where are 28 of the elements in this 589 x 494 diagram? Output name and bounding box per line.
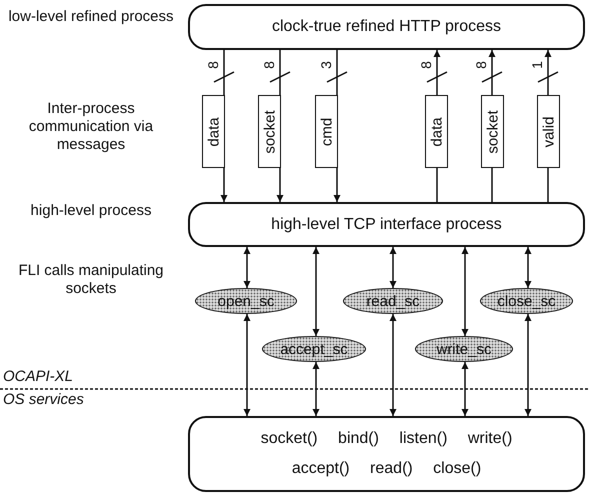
function-list: accept() read() close() [292,454,482,484]
bus-width-label: 8 [262,61,276,69]
function-call-ellipse: open_sc [195,288,297,314]
row-label: Inter-process communication via messages [28,100,154,154]
bus-width-label: 1 [530,61,544,69]
message-box: socket [481,95,504,168]
bus-width-label: 8 [418,61,433,69]
function-call-ellipse: accept_sc [262,336,366,362]
process-box: high-level TCP interface process [188,202,585,247]
row-label: FLI calls manipulating sockets [17,262,165,298]
layer-label: OCAPI-XL [3,368,74,386]
message-box: data [425,95,448,168]
row-label: low-level refined process [7,8,175,26]
bus-width-label: 3 [318,61,333,69]
bus-width-label: 8 [474,61,488,69]
function-list: socket() bind() listen() write() [260,424,512,454]
function-call-ellipse: close_sc [480,288,573,314]
function-call-ellipse: write_sc [415,336,513,362]
message-box: cmd [315,95,338,168]
process-box [188,416,585,492]
layer-label: OS services [3,391,85,409]
message-box: data [202,95,225,168]
function-call-ellipse: read_sc [343,288,443,314]
message-box: socket [258,95,281,168]
process-box: clock-true refined HTTP process [188,4,585,50]
row-label: high-level process [30,202,152,220]
message-box: valid [537,95,560,168]
bus-width-label: 8 [206,61,220,69]
